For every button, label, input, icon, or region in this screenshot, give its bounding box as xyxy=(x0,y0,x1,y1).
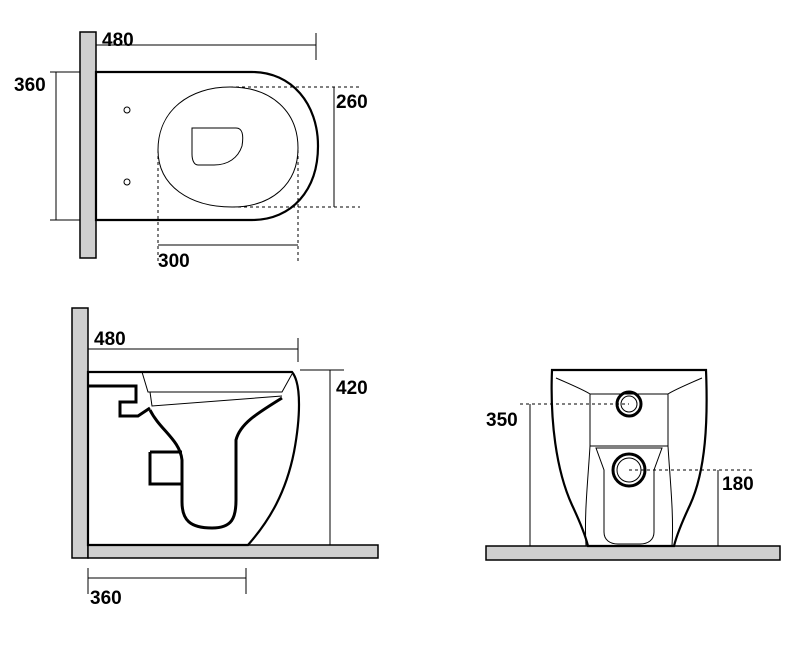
side-view-floor xyxy=(87,544,379,559)
outlet-height-label: 180 xyxy=(722,474,754,495)
top-view-wall xyxy=(79,31,97,259)
front-view-upper-recess xyxy=(589,393,669,447)
side-view-body-outline xyxy=(86,370,301,547)
inlet-height-label: 350 xyxy=(486,410,518,431)
inlet-pipe-inner xyxy=(620,395,638,413)
top-depth-label: 360 xyxy=(14,75,46,96)
side-view-inlet xyxy=(88,384,151,418)
top-width-label: 480 xyxy=(102,30,134,51)
side-view-seat-edge xyxy=(149,391,283,407)
side-view-rim-top xyxy=(141,371,293,393)
top-view: 480 360 260 300 xyxy=(14,30,368,272)
side-view-trapway xyxy=(148,396,283,530)
top-view-bowl-outline xyxy=(94,70,320,222)
front-view-floor xyxy=(485,545,781,561)
side-view-wall xyxy=(71,307,89,559)
outlet-pipe-icon xyxy=(611,452,647,488)
seat-width-label: 300 xyxy=(158,251,190,272)
fixing-hole-lower xyxy=(123,178,131,186)
side-view-outlet xyxy=(148,450,182,486)
front-view: 350 180 xyxy=(485,368,781,561)
side-view: 480 420 360 xyxy=(71,307,379,609)
side-length-label: 480 xyxy=(94,329,126,350)
fixing-hole-upper xyxy=(123,106,131,114)
seat-depth-label: 260 xyxy=(336,92,368,113)
side-floor-label: 360 xyxy=(90,588,122,609)
front-view-lower-recess xyxy=(595,447,663,545)
top-view-bowl-opening xyxy=(191,127,244,166)
side-height-label: 420 xyxy=(336,378,368,399)
